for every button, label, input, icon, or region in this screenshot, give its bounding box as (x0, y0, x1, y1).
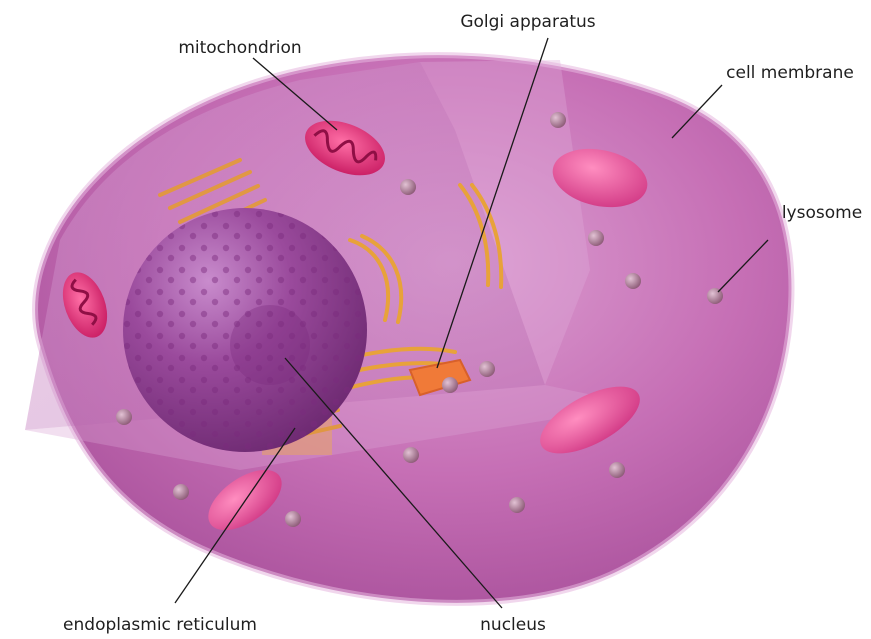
label-endoplasmic-reticulum: endoplasmic reticulum (63, 615, 257, 635)
label-lysosome: lysosome (782, 203, 862, 223)
label-nucleus: nucleus (480, 615, 546, 635)
nucleus (123, 208, 367, 452)
label-mitochondrion: mitochondrion (178, 38, 301, 58)
label-cell-membrane: cell membrane (726, 63, 854, 83)
lysosome-labeled (707, 288, 723, 304)
label-golgi-apparatus: Golgi apparatus (460, 12, 595, 32)
